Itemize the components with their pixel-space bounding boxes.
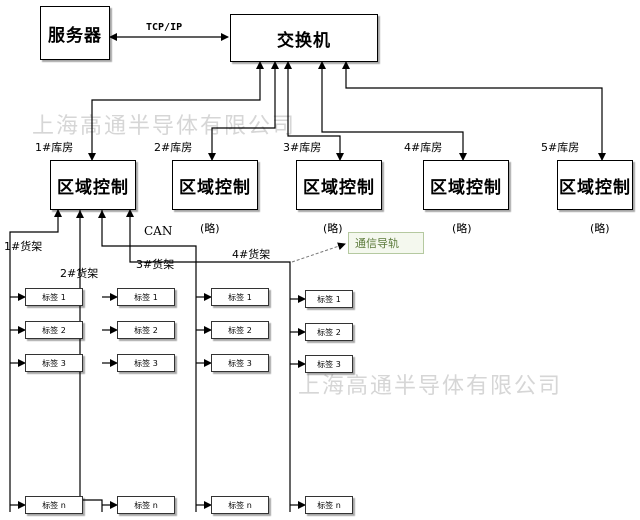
region-control-1: 区域控制 xyxy=(50,160,136,210)
region-control-5: 区域控制 xyxy=(557,160,633,210)
warehouse-1-label: 1#库房 xyxy=(35,141,74,154)
watermark-bottom: 上海高通半导体有限公司 xyxy=(298,374,563,399)
shelf-3-label: 3#货架 xyxy=(136,258,175,271)
switch-box: 交换机 xyxy=(230,14,378,62)
shelf-4-tag-3: 标签 3 xyxy=(305,355,353,373)
shelf-3-tag-2: 标签 2 xyxy=(211,321,269,339)
protocol-label: TCP/IP xyxy=(146,22,183,33)
shelf-4-label: 4#货架 xyxy=(232,248,271,261)
warehouse-4-label: 4#库房 xyxy=(404,141,443,154)
shelf-4-tag-n: 标签 n xyxy=(305,496,353,514)
shelf-2-tag-3: 标签 3 xyxy=(117,354,175,372)
region-control-4: 区域控制 xyxy=(423,160,509,210)
comm-rail-note: 通信导轨 xyxy=(348,232,424,254)
omit-label-5: (略) xyxy=(590,222,610,235)
warehouse-2-label: 2#库房 xyxy=(154,141,193,154)
shelf-2-label: 2#货架 xyxy=(60,267,99,280)
shelf-1-label: 1#货架 xyxy=(4,240,43,253)
shelf-2-tag-1: 标签 1 xyxy=(117,288,175,306)
shelf-3-tag-1: 标签 1 xyxy=(211,288,269,306)
shelf-1-tag-3: 标签 3 xyxy=(25,354,83,372)
omit-label-3: (略) xyxy=(323,222,343,235)
omit-label-2: (略) xyxy=(200,222,220,235)
shelf-4-tag-1: 标签 1 xyxy=(305,290,353,308)
shelf-1-tag-2: 标签 2 xyxy=(25,321,83,339)
shelf-3-tag-3: 标签 3 xyxy=(211,354,269,372)
region-control-2: 区域控制 xyxy=(172,160,258,210)
shelf-2-tag-n: 标签 n xyxy=(117,496,175,514)
shelf-3-tag-n: 标签 n xyxy=(211,496,269,514)
can-label: CAN xyxy=(144,224,173,238)
warehouse-3-label: 3#库房 xyxy=(283,141,322,154)
shelf-1-tag-1: 标签 1 xyxy=(25,288,83,306)
shelf-2-tag-2: 标签 2 xyxy=(117,321,175,339)
omit-label-4: (略) xyxy=(452,222,472,235)
server-box: 服务器 xyxy=(40,6,110,60)
shelf-4-tag-2: 标签 2 xyxy=(305,323,353,341)
region-control-3: 区域控制 xyxy=(296,160,382,210)
warehouse-5-label: 5#库房 xyxy=(541,141,580,154)
shelf-1-tag-n: 标签 n xyxy=(25,496,83,514)
